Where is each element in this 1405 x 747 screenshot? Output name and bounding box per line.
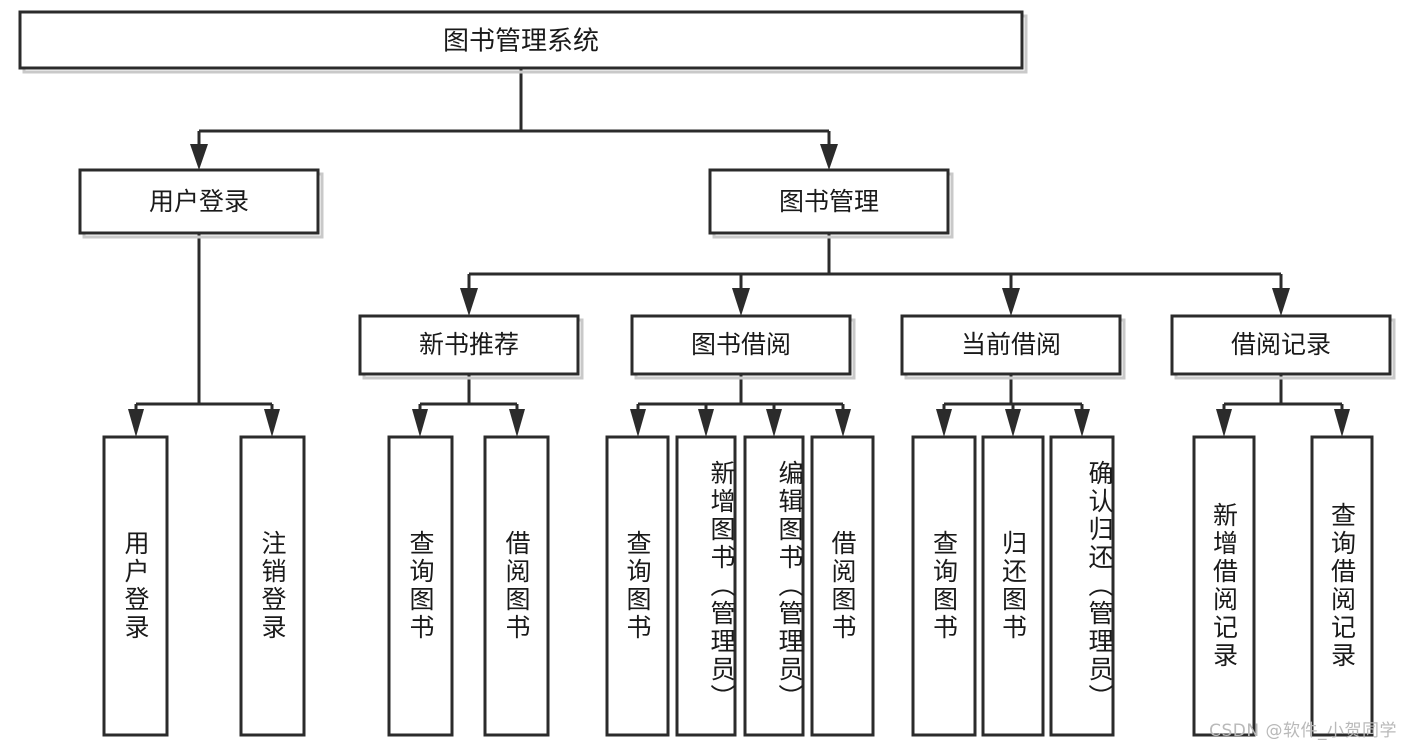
arrowhead-bookmgmt-to-current xyxy=(1002,288,1020,316)
node-login-label: 用户登录 xyxy=(149,187,249,216)
arrowhead-records-to-leaf-2 xyxy=(1334,409,1350,437)
connector-group-records xyxy=(1216,374,1350,437)
arrowhead-root-to-login xyxy=(190,144,208,170)
node-bookmgmt-box[interactable] xyxy=(708,168,950,235)
node-newbook-label: 新书推荐 xyxy=(419,330,519,359)
node-borrow[interactable]: 图书借阅 xyxy=(630,314,856,380)
node-leaf-borrow-1-box[interactable] xyxy=(605,435,670,737)
node-current[interactable]: 当前借阅 xyxy=(900,314,1126,380)
node-leaf-current-3-box[interactable] xyxy=(1049,435,1115,737)
leaf-box-group xyxy=(102,435,1374,737)
node-current-box[interactable] xyxy=(900,314,1122,376)
node-leaf-current-1-box[interactable] xyxy=(911,435,977,737)
node-leaf-borrow-3-box[interactable] xyxy=(743,435,805,737)
node-borrow-box[interactable] xyxy=(630,314,852,376)
arrowhead-borrow-to-leaf-2 xyxy=(698,409,714,437)
arrowhead-login-to-leaf-2 xyxy=(264,409,280,437)
node-borrow-label: 图书借阅 xyxy=(691,330,791,359)
connector-group-current xyxy=(936,374,1090,437)
node-leaf-records-1-box[interactable] xyxy=(1192,435,1256,737)
arrowhead-bookmgmt-to-borrow xyxy=(732,288,750,316)
node-leaf-borrow-4-box[interactable] xyxy=(810,435,875,737)
arrowhead-borrow-to-leaf-4 xyxy=(835,409,851,437)
node-root-box[interactable] xyxy=(18,10,1024,70)
arrowhead-newbook-to-leaf-2 xyxy=(509,409,525,437)
arrowhead-current-to-leaf-3 xyxy=(1074,409,1090,437)
arrowhead-newbook-to-leaf-1 xyxy=(412,409,428,437)
connector-group-login xyxy=(128,233,280,437)
node-root-label: 图书管理系统 xyxy=(443,27,599,57)
node-bookmgmt-label: 图书管理 xyxy=(779,187,879,216)
node-records-label: 借阅记录 xyxy=(1231,330,1331,359)
node-leaf-login-2-box[interactable] xyxy=(239,435,306,737)
node-newbook-box[interactable] xyxy=(358,314,580,376)
node-leaf-login-1-box[interactable] xyxy=(102,435,169,737)
arrowhead-bookmgmt-to-records xyxy=(1272,288,1290,316)
arrowhead-current-to-leaf-2 xyxy=(1005,409,1021,437)
node-login[interactable]: 用户登录 xyxy=(78,168,324,239)
arrowhead-records-to-leaf-1 xyxy=(1216,409,1232,437)
connector-group-newbook xyxy=(412,374,525,437)
connector-group-root xyxy=(190,68,838,170)
arrowhead-borrow-to-leaf-1 xyxy=(630,409,646,437)
node-records[interactable]: 借阅记录 xyxy=(1170,314,1396,380)
arrowhead-login-to-leaf-1 xyxy=(128,409,144,437)
node-leaf-records-2-box[interactable] xyxy=(1310,435,1374,737)
arrowhead-current-to-leaf-1 xyxy=(936,409,952,437)
node-current-label: 当前借阅 xyxy=(961,330,1061,359)
arrowhead-bookmgmt-to-newbook xyxy=(460,288,478,316)
node-newbook[interactable]: 新书推荐 xyxy=(358,314,584,380)
node-leaf-newbook-2-box[interactable] xyxy=(483,435,550,737)
csdn-watermark: CSDN @软件_小贺同学 xyxy=(1209,721,1397,741)
connector-group-borrow xyxy=(630,374,851,437)
arrowhead-borrow-to-leaf-3 xyxy=(766,409,782,437)
node-leaf-borrow-2-box[interactable] xyxy=(675,435,737,737)
connector-group-bookmgmt xyxy=(460,233,1290,316)
node-leaf-newbook-1-box[interactable] xyxy=(387,435,454,737)
node-records-box[interactable] xyxy=(1170,314,1392,376)
arrowhead-root-to-bookmgmt xyxy=(820,144,838,170)
node-leaf-current-2-box[interactable] xyxy=(981,435,1045,737)
node-login-box[interactable] xyxy=(78,168,320,235)
node-root[interactable]: 图书管理系统 xyxy=(18,10,1028,74)
node-bookmgmt[interactable]: 图书管理 xyxy=(708,168,954,239)
